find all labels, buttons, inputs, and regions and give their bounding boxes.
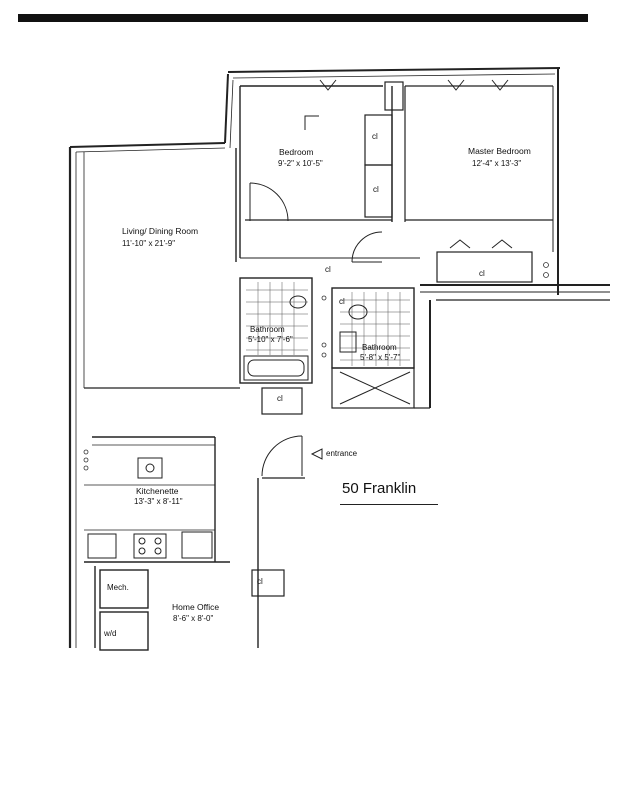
washer-dryer-label: w/d <box>104 629 117 638</box>
master-bedroom-label: Master Bedroom <box>468 146 531 156</box>
bathroom-2-dimensions: 5'-8" x 5'-7" <box>360 353 401 362</box>
closet-label: cl <box>257 577 263 586</box>
living-dining-dimensions: 11'-10" x 21'-9" <box>122 239 176 248</box>
entrance-label: entrance <box>326 449 358 458</box>
closets <box>364 81 533 283</box>
home-office-label: Home Office <box>172 602 220 612</box>
plan-title: 50 Franklin <box>342 480 417 497</box>
title-underline <box>340 504 438 505</box>
top-border-bar <box>18 14 588 22</box>
closet-label: cl <box>325 265 331 274</box>
closet-label: cl <box>277 394 283 403</box>
bathroom-1-dimensions: 5'-10" x 7'-6" <box>248 335 293 344</box>
kitchen-fixtures <box>87 457 213 559</box>
master-bedroom-dimensions: 12'-4" x 13'-3" <box>472 159 522 168</box>
home-office-dimensions: 8'-6" x 8'-0" <box>173 614 214 623</box>
living-dining-label: Living/ Dining Room <box>122 226 199 236</box>
kitchenette-dimensions: 13'-3" x 8'-11" <box>134 497 183 506</box>
outlet-markers <box>83 262 549 471</box>
door-swings <box>249 79 513 477</box>
bath-fixtures <box>243 295 411 405</box>
bathroom-1-label: Bathroom <box>250 325 285 334</box>
bath-tiles <box>246 282 410 366</box>
entrance-arrow-icon <box>310 448 323 460</box>
closet-label: cl <box>372 132 378 141</box>
bathroom-2-label: Bathroom <box>362 343 397 352</box>
closet-label: cl <box>479 269 485 278</box>
bedroom-dimensions: 9'-2" x 10'-5" <box>278 159 323 168</box>
bedroom-label: Bedroom <box>279 147 314 157</box>
closet-label: cl <box>339 297 345 306</box>
closet-label: cl <box>373 185 379 194</box>
mech-label: Mech. <box>107 583 129 592</box>
kitchenette-label: Kitchenette <box>136 486 179 496</box>
